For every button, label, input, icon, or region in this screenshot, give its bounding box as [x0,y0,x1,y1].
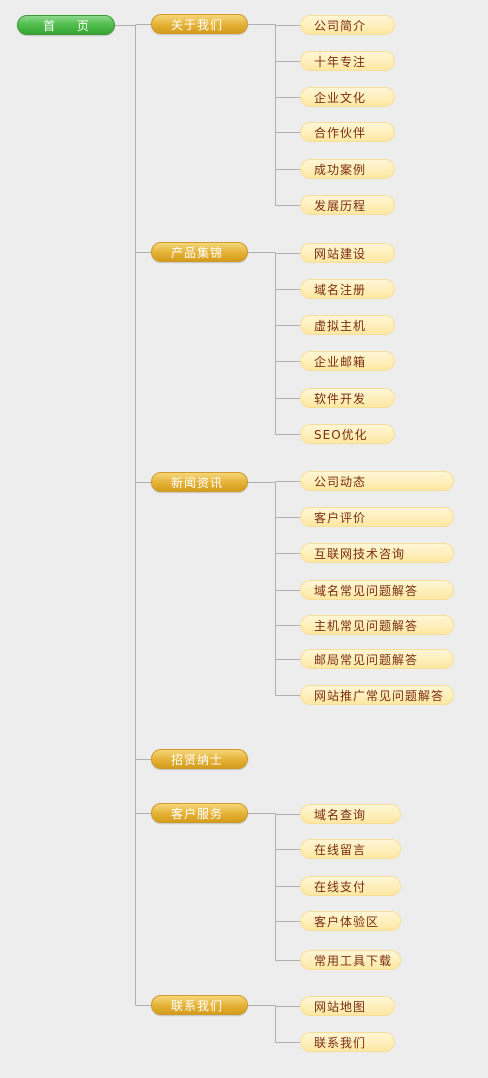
link-online-message[interactable]: 在线留言 [300,839,401,859]
section-about-us[interactable]: 关于我们 [151,14,248,34]
section-news[interactable]: 新闻资讯 [151,472,248,492]
link-cases[interactable]: 成功案例 [300,159,395,179]
link-promotion-faq[interactable]: 网站推广常见问题解答 [300,685,454,705]
section-contact[interactable]: 联系我们 [151,995,248,1015]
link-partners[interactable]: 合作伙伴 [300,122,395,142]
link-online-payment[interactable]: 在线支付 [300,876,401,896]
link-experience-zone[interactable]: 客户体验区 [300,911,401,931]
link-site-map[interactable]: 网站地图 [300,996,395,1016]
link-contact-us[interactable]: 联系我们 [300,1032,395,1052]
link-tool-downloads[interactable]: 常用工具下载 [300,950,401,970]
link-virtual-host[interactable]: 虚拟主机 [300,315,395,335]
link-history[interactable]: 发展历程 [300,195,395,215]
section-products[interactable]: 产品集锦 [151,242,248,262]
link-domain-lookup[interactable]: 域名查询 [300,804,401,824]
link-domain-faq[interactable]: 域名常见问题解答 [300,580,454,600]
link-culture[interactable]: 企业文化 [300,87,395,107]
link-client-reviews[interactable]: 客户评价 [300,507,454,527]
link-domain-register[interactable]: 域名注册 [300,279,395,299]
link-ten-years[interactable]: 十年专注 [300,51,395,71]
link-seo[interactable]: SEO优化 [300,424,395,444]
section-customer-service[interactable]: 客户服务 [151,803,248,823]
section-careers[interactable]: 招贤纳士 [151,749,248,769]
link-company-news[interactable]: 公司动态 [300,471,454,491]
link-enterprise-mail[interactable]: 企业邮箱 [300,351,395,371]
link-internet-tech[interactable]: 互联网技术咨询 [300,543,454,563]
link-mail-faq[interactable]: 邮局常见问题解答 [300,649,454,669]
link-host-faq[interactable]: 主机常见问题解答 [300,615,454,635]
link-company-profile[interactable]: 公司简介 [300,15,395,35]
link-web-building[interactable]: 网站建设 [300,243,395,263]
link-software-dev[interactable]: 软件开发 [300,388,395,408]
home-button[interactable]: 首 页 [17,15,115,35]
